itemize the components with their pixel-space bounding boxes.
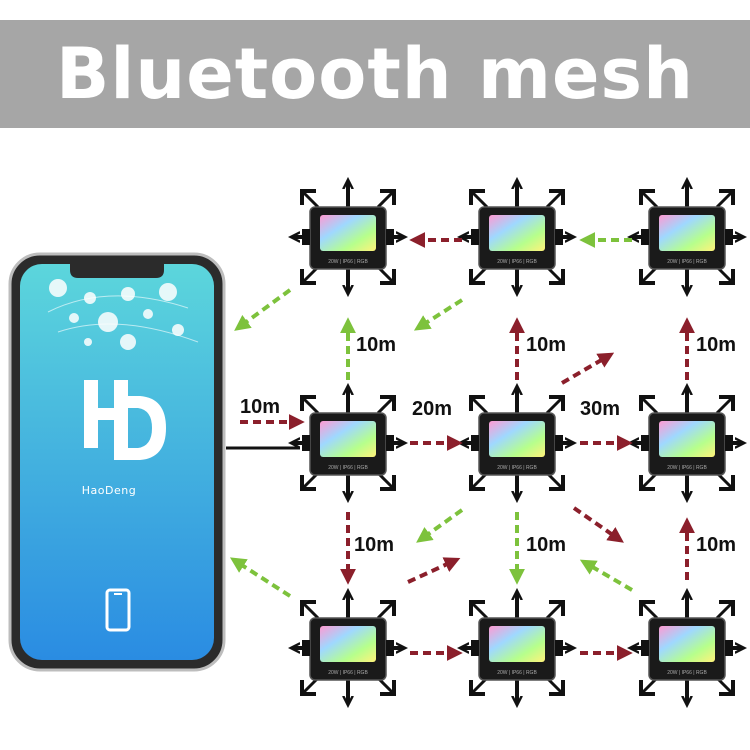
phone-brand-label: HaoDeng <box>81 484 137 497</box>
smartphone <box>8 252 226 672</box>
corner-diagonal <box>376 395 396 415</box>
rgb-lens <box>320 215 376 251</box>
corner-diagonal <box>469 600 489 620</box>
rgb-lens <box>489 626 545 662</box>
relay-arrow <box>572 506 624 543</box>
page-title: Bluetooth mesh <box>56 33 694 115</box>
mount-right <box>555 640 563 656</box>
mount-left <box>641 435 649 451</box>
corner-diagonal <box>715 189 735 209</box>
light-spec-text: 20W | IP66 | RGB <box>667 465 707 471</box>
floodlight-r1c3: 20W | IP66 | RGB <box>632 182 742 292</box>
distance-label-bottom-left: 10m <box>354 534 395 556</box>
mount-right <box>725 229 733 245</box>
distance-label-30m: 30m <box>580 398 621 420</box>
corner-diagonal <box>639 189 659 209</box>
mount-right <box>725 435 733 451</box>
mount-right <box>555 229 563 245</box>
title-banner <box>0 20 750 128</box>
light-spec-text: 20W | IP66 | RGB <box>497 670 537 676</box>
mount-right <box>386 640 394 656</box>
return-arrow <box>413 298 464 331</box>
mount-right <box>386 435 394 451</box>
mount-left <box>641 229 649 245</box>
corner-diagonal <box>376 189 396 209</box>
floodlight-r1c1: 20W | IP66 | RGB <box>293 182 403 292</box>
mount-left <box>302 435 310 451</box>
mount-left <box>471 640 479 656</box>
mount-left <box>471 435 479 451</box>
rgb-lens <box>659 421 715 457</box>
light-spec-text: 20W | IP66 | RGB <box>328 259 368 265</box>
light-spec-text: 20W | IP66 | RGB <box>497 465 537 471</box>
smartphone-graphic <box>8 252 226 672</box>
floodlight-r2c3: 20W | IP66 | RGB <box>632 388 742 498</box>
corner-diagonal <box>469 189 489 209</box>
return-arrow <box>416 508 464 543</box>
corner-diagonal <box>300 600 320 620</box>
distance-label-top-right: 10m <box>696 334 737 356</box>
light-spec-text: 20W | IP66 | RGB <box>328 465 368 471</box>
return-arrow <box>579 559 634 592</box>
relay-arrow <box>560 352 615 385</box>
phone-icon <box>105 588 131 632</box>
mount-left <box>302 229 310 245</box>
light-spec-text: 20W | IP66 | RGB <box>497 259 537 265</box>
light-spec-text: 20W | IP66 | RGB <box>667 670 707 676</box>
light-spec-text: 20W | IP66 | RGB <box>328 670 368 676</box>
bubble-decoration <box>49 279 184 350</box>
floodlight-r1c2: 20W | IP66 | RGB <box>462 182 572 292</box>
light-spec-text: 20W | IP66 | RGB <box>667 259 707 265</box>
corner-diagonal <box>376 600 396 620</box>
corner-diagonal <box>639 600 659 620</box>
corner-diagonal <box>715 395 735 415</box>
relay-arrow <box>407 557 461 584</box>
distance-label-top-left: 10m <box>356 334 397 356</box>
distance-label-top-middle: 10m <box>526 334 567 356</box>
floodlight-r2c2: 20W | IP66 | RGB <box>462 388 572 498</box>
distance-label-20m: 20m <box>412 398 453 420</box>
distance-label-phone: 10m <box>240 396 281 418</box>
return-arrow <box>234 288 292 331</box>
corner-diagonal <box>300 395 320 415</box>
rgb-lens <box>489 215 545 251</box>
corner-diagonal <box>545 395 565 415</box>
rgb-lens <box>659 626 715 662</box>
corner-diagonal <box>545 600 565 620</box>
rgb-lens <box>320 421 376 457</box>
floodlight-r3c1: 20W | IP66 | RGB <box>293 593 403 703</box>
rgb-lens <box>489 421 545 457</box>
mount-left <box>302 640 310 656</box>
rgb-lens <box>659 215 715 251</box>
mount-right <box>725 640 733 656</box>
corner-diagonal <box>545 189 565 209</box>
distance-label-bottom-middle: 10m <box>526 534 567 556</box>
corner-diagonal <box>639 395 659 415</box>
floodlight-r2c1: 20W | IP66 | RGB <box>293 388 403 498</box>
corner-diagonal <box>715 600 735 620</box>
distance-label-bottom-right: 10m <box>696 534 737 556</box>
floodlight-r3c3: 20W | IP66 | RGB <box>632 593 742 703</box>
return-arrow <box>229 557 292 598</box>
floodlight-r3c2: 20W | IP66 | RGB <box>462 593 572 703</box>
haodeng-logo <box>84 380 166 460</box>
rgb-lens <box>320 626 376 662</box>
mount-left <box>471 229 479 245</box>
mount-right <box>386 229 394 245</box>
mount-left <box>641 640 649 656</box>
corner-diagonal <box>300 189 320 209</box>
mount-right <box>555 435 563 451</box>
corner-diagonal <box>469 395 489 415</box>
